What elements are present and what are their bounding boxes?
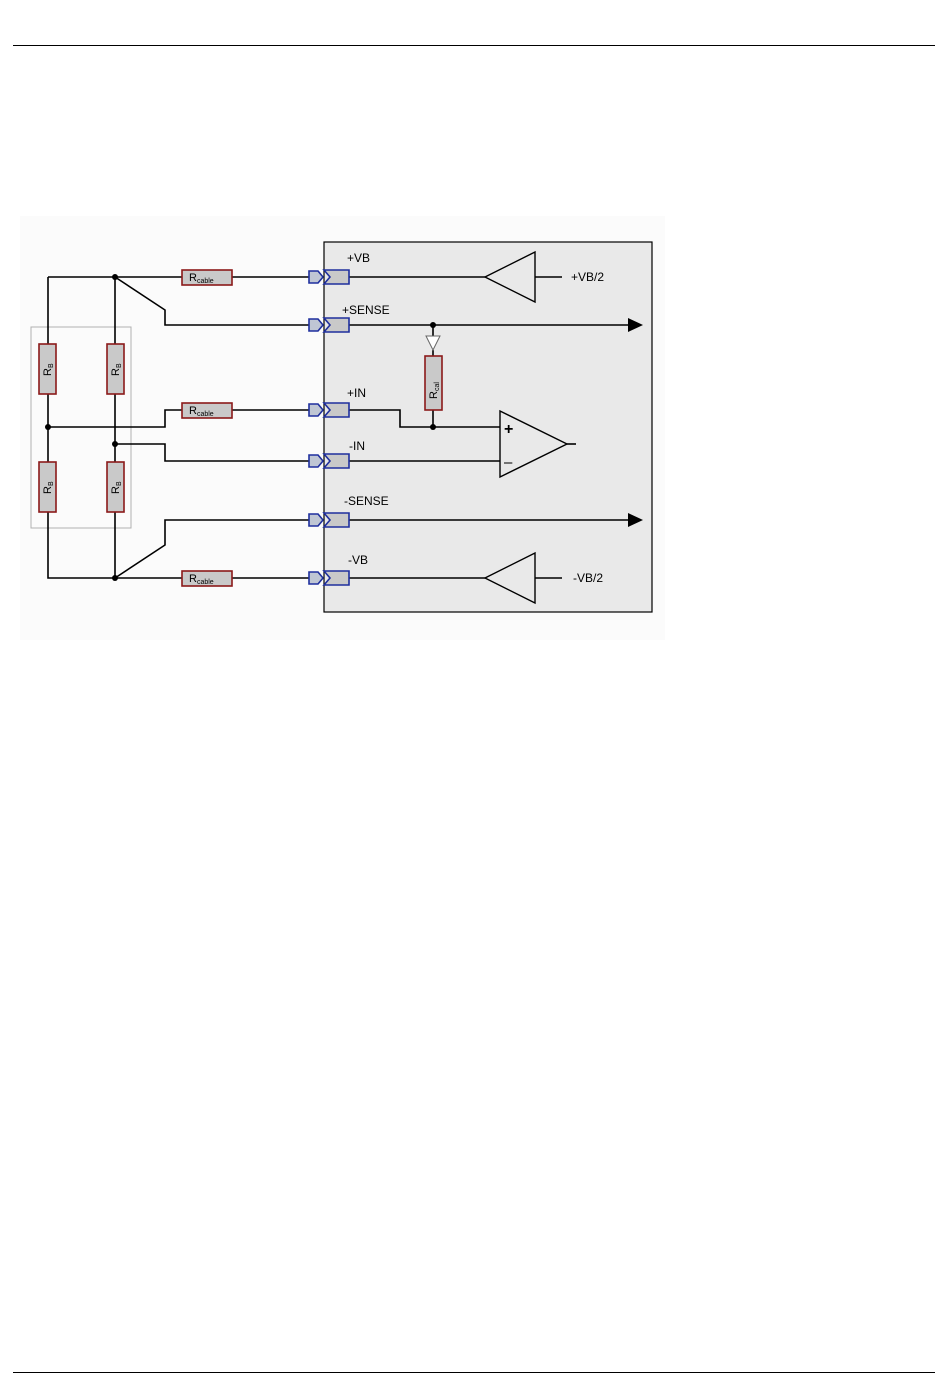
bridge-resistor-label: R bbox=[42, 486, 54, 494]
cable-resistor-in-plus: Rcable bbox=[182, 403, 232, 418]
amplifier-minus-sign: – bbox=[504, 454, 513, 471]
cal-resistor-sub: cal bbox=[434, 382, 441, 391]
buffer-label-minus: -VB/2 bbox=[573, 571, 603, 585]
connector-plus-in bbox=[309, 403, 349, 417]
cable-resistor-sub: cable bbox=[197, 278, 214, 285]
connector-plus-sense bbox=[309, 318, 349, 332]
cable-resistor-vb-minus: Rcable bbox=[182, 571, 232, 586]
buffer-label-plus: +VB/2 bbox=[571, 270, 604, 284]
bridge-resistor-label: R bbox=[110, 486, 122, 494]
cable-resistor-sub: cable bbox=[197, 411, 214, 418]
junction-dot bbox=[112, 575, 118, 581]
cable-resistor-vb-plus: Rcable bbox=[182, 270, 232, 285]
junction-dot bbox=[430, 322, 436, 328]
amplifier-plus-sign: + bbox=[504, 421, 513, 438]
channel-label-plus-vb: +VB bbox=[347, 251, 370, 265]
bridge-resistor-4: RB bbox=[107, 462, 124, 512]
cable-resistor-label: R bbox=[189, 272, 197, 284]
connector-minus-vb bbox=[309, 571, 349, 585]
bridge-resistor-sub: B bbox=[48, 481, 55, 486]
channel-label-minus-in: -IN bbox=[349, 439, 365, 453]
bridge-resistor-sub: B bbox=[48, 363, 55, 368]
junction-dot bbox=[430, 424, 436, 430]
junction-dot bbox=[45, 424, 51, 430]
channel-label-minus-vb: -VB bbox=[348, 553, 368, 567]
junction-dot bbox=[112, 274, 118, 280]
bridge-resistor-label: R bbox=[42, 368, 54, 376]
bridge-resistor-2: RB bbox=[107, 344, 124, 394]
channel-label-plus-sense: +SENSE bbox=[342, 303, 390, 317]
connector-minus-sense bbox=[309, 513, 349, 527]
connector-minus-in bbox=[309, 454, 349, 468]
footer-rule bbox=[13, 1372, 935, 1373]
channel-label-plus-in: +IN bbox=[347, 386, 366, 400]
cable-resistor-sub: cable bbox=[197, 579, 214, 586]
bridge-resistor-label: R bbox=[110, 368, 122, 376]
cable-resistor-label: R bbox=[189, 573, 197, 585]
channel-label-minus-sense: -SENSE bbox=[344, 494, 389, 508]
cable-resistor-label: R bbox=[189, 405, 197, 417]
connector-plus-vb bbox=[309, 270, 349, 284]
bridge-resistor-sub: B bbox=[116, 363, 123, 368]
junction-dot bbox=[112, 441, 118, 447]
bridge-resistor-3: RB bbox=[39, 462, 56, 512]
bridge-resistor-1: RB bbox=[39, 344, 56, 394]
cal-resistor-label: R bbox=[428, 391, 440, 399]
bridge-resistor-sub: B bbox=[116, 481, 123, 486]
cal-resistor: Rcal bbox=[425, 356, 442, 410]
